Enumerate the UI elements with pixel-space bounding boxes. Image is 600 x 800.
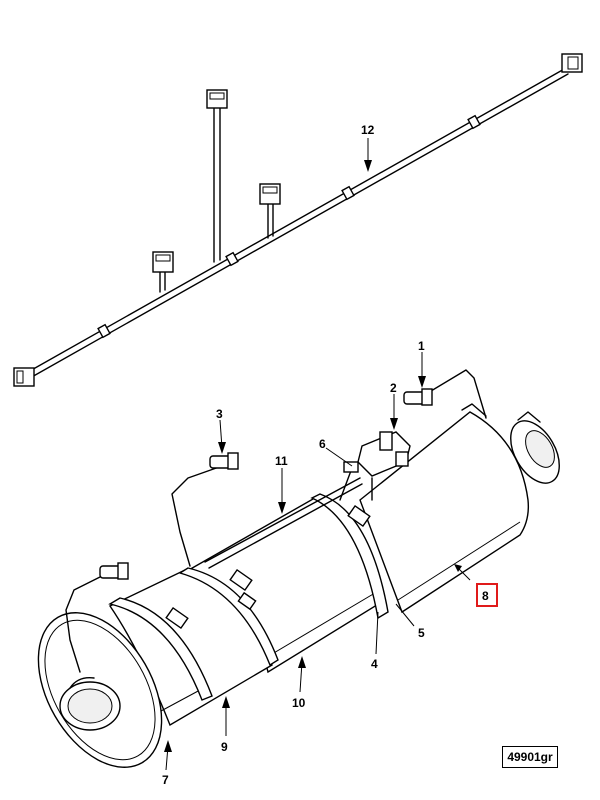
pressure-sensor-icon <box>339 431 411 501</box>
temperature-sensor-icon <box>403 388 433 406</box>
callout-1: 1 <box>418 339 425 353</box>
callout-11: 11 <box>275 454 288 468</box>
figure-reference-label: 49901gr <box>502 746 558 768</box>
temperature-sensor-icon <box>99 562 129 580</box>
callout-labels: 12 1 2 3 6 11 8 5 4 10 9 7 <box>162 123 489 787</box>
callout-7: 7 <box>162 773 169 787</box>
callout-8-highlight <box>476 583 498 607</box>
callout-8: 8 <box>482 589 489 603</box>
callout-6: 6 <box>319 437 326 451</box>
callout-4: 4 <box>371 657 378 671</box>
wiring-harness <box>13 53 583 387</box>
harness-connector-icon <box>259 183 281 205</box>
callout-3: 3 <box>216 407 223 421</box>
callout-10: 10 <box>292 696 306 710</box>
callout-9: 9 <box>221 740 228 754</box>
exhaust-assembly <box>37 369 560 768</box>
temperature-sensor-icon <box>209 452 239 470</box>
harness-connector-icon <box>561 53 583 73</box>
leader-lines <box>164 138 471 771</box>
callout-12: 12 <box>361 123 375 137</box>
harness-connector-icon <box>13 367 35 387</box>
callout-2: 2 <box>390 381 397 395</box>
callout-5: 5 <box>418 626 425 640</box>
harness-connector-icon <box>152 251 174 273</box>
